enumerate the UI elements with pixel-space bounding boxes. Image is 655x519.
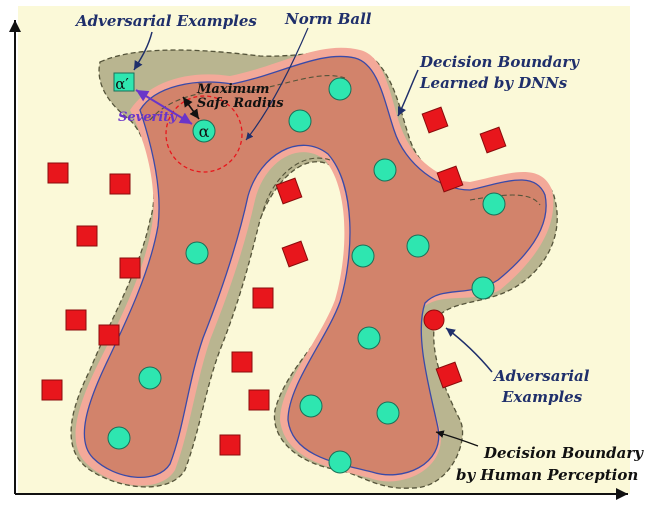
- safe-radius-arrow: [182, 96, 200, 120]
- alpha-sample: [192, 119, 216, 143]
- green-sample: [107, 426, 131, 450]
- red-sample: [109, 173, 131, 195]
- green-sample: [299, 394, 323, 418]
- adv-right-pointer: [445, 327, 493, 373]
- red-sample: [119, 257, 141, 279]
- norm-ball: [165, 95, 243, 173]
- green-sample: [138, 366, 162, 390]
- red-sample: [479, 126, 507, 154]
- severity-arrow: [135, 89, 193, 125]
- green-sample: [357, 326, 381, 350]
- red-sample: [421, 106, 449, 134]
- red-sample: [76, 225, 98, 247]
- green-samples: [107, 77, 506, 474]
- green-sample: [288, 109, 312, 133]
- red-sample: [281, 240, 309, 268]
- label-severity: Severity: [118, 110, 178, 125]
- human-boundary-pointer: [435, 430, 479, 447]
- green-sample: [471, 276, 495, 300]
- green-sample: [328, 450, 352, 474]
- red-sample: [231, 351, 253, 373]
- label-norm-ball: Norm Ball: [284, 10, 372, 28]
- red-sample: [219, 434, 241, 456]
- green-sample: [406, 234, 430, 258]
- alpha-prime-sample: [113, 72, 135, 92]
- red-sample: [47, 162, 69, 184]
- red-sample: [65, 309, 87, 331]
- green-sample: [376, 401, 400, 425]
- label-human-boundary-line2: by Human Perception: [456, 466, 638, 484]
- red-sample: [248, 389, 270, 411]
- red-sample: [98, 324, 120, 346]
- red-samples: [41, 106, 507, 456]
- label-human-boundary-line1: Decision Boundary: [483, 444, 644, 462]
- red-sample: [252, 287, 274, 309]
- red-sample: [275, 177, 303, 205]
- dnn-boundary-pointer: [397, 69, 419, 117]
- dnn-learned-region: [83, 55, 547, 478]
- green-sample: [351, 244, 375, 268]
- alpha-label: α: [199, 122, 210, 141]
- label-dnn-boundary-line1: Decision Boundary: [419, 53, 580, 71]
- adversarial-sample-red: [423, 309, 445, 331]
- green-sample: [482, 192, 506, 216]
- label-adversarial-right-line2: Examples: [501, 388, 583, 406]
- human-boundary-inner-dashed: [149, 75, 541, 216]
- label-safe-radius: Safe Radius: [197, 96, 284, 111]
- label-adversarial-examples-top: Adversarial Examples: [74, 12, 257, 30]
- green-sample: [328, 77, 352, 101]
- label-dnn-boundary-line2: Learned by DNNs: [419, 74, 568, 92]
- norm-ball-pointer: [245, 27, 309, 141]
- red-sample: [435, 361, 463, 389]
- green-sample: [185, 241, 209, 265]
- red-sample: [436, 165, 464, 193]
- red-sample: [41, 379, 63, 401]
- label-maximum: Maximum: [196, 82, 269, 97]
- label-adversarial-right-line1: Adversarial: [492, 367, 590, 385]
- green-sample: [373, 158, 397, 182]
- adv-top-pointer: [133, 31, 153, 71]
- alpha-prime-label: α′: [115, 75, 129, 93]
